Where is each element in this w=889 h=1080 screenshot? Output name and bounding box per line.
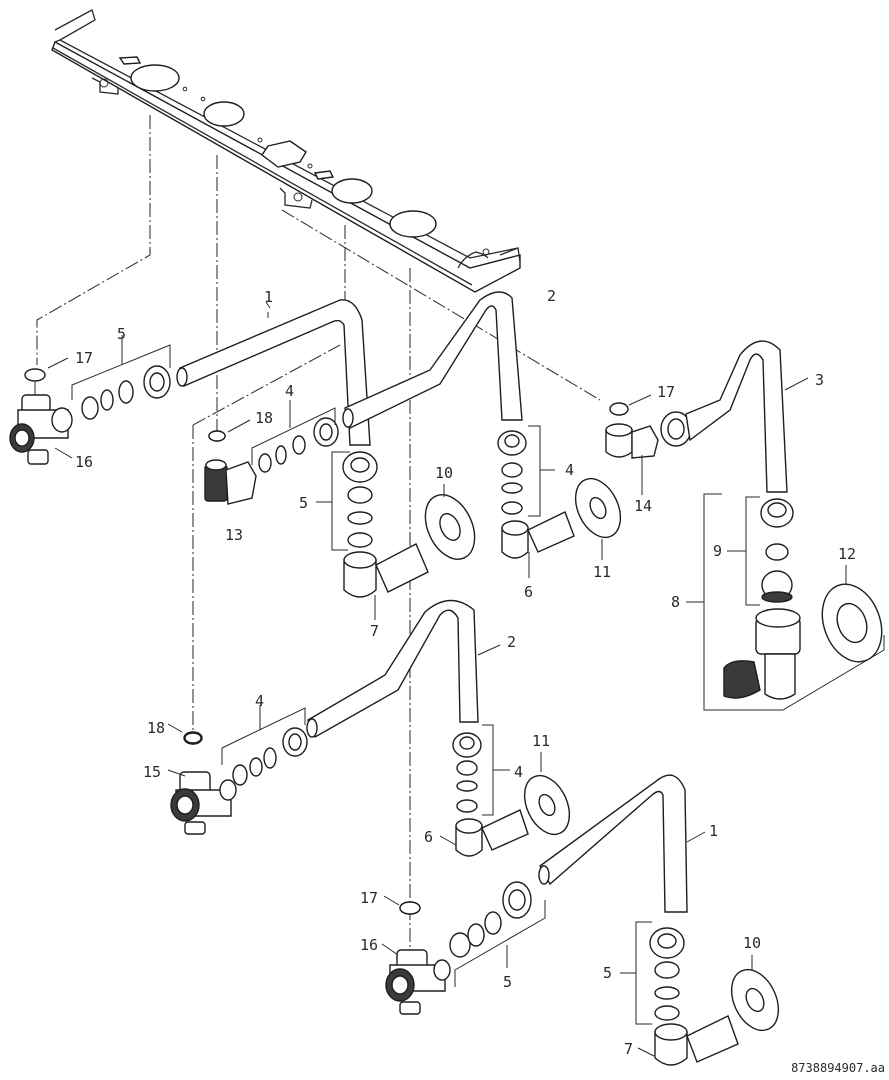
callout-13: 13 (225, 526, 243, 544)
valve-16-upper (9, 368, 73, 465)
callout-4: 4 (285, 382, 294, 400)
drawing-number: 8738894907.aa (791, 1061, 885, 1075)
fitting-set-5-upper (71, 335, 171, 420)
callout-18: 18 (255, 409, 273, 427)
callout-4: 4 (514, 763, 523, 781)
fitting-set-5-lower (449, 881, 546, 987)
callout-11: 11 (532, 732, 550, 750)
rosette-10-lower (730, 955, 780, 1032)
callout-17: 17 (657, 383, 675, 401)
fitting-set-4-upper (251, 400, 339, 473)
callout-5: 5 (117, 325, 126, 343)
callout-16: 16 (360, 936, 378, 954)
callout-6: 6 (424, 828, 433, 846)
callout-10: 10 (743, 934, 761, 952)
pipe-2-upper (342, 291, 523, 430)
pipe-3 (660, 340, 809, 493)
callout-16: 16 (75, 453, 93, 471)
callout-2: 2 (507, 633, 516, 651)
rosette-11-upper (574, 477, 622, 560)
pipe-1-upper (176, 299, 371, 446)
connector-13 (204, 430, 257, 505)
sealing-rings (184, 430, 421, 915)
elbow-6-lower (439, 809, 529, 857)
callout-4: 4 (255, 692, 264, 710)
callout-17: 17 (75, 349, 93, 367)
callout-7: 7 (370, 622, 379, 640)
callout-5: 5 (503, 973, 512, 991)
callout-17: 17 (360, 889, 378, 907)
valve-15 (170, 731, 237, 835)
elbow-6-upper (501, 511, 575, 578)
fitting-set-5-middle (316, 451, 378, 551)
callout-labels: 1 2 3 5 17 16 4 18 13 5 10 7 4 6 11 17 1… (75, 287, 856, 1058)
callout-11: 11 (593, 563, 611, 581)
callout-7: 7 (624, 1040, 633, 1058)
valve-16-lower (385, 901, 451, 1015)
valve-assembly-8 (686, 493, 885, 711)
callout-5: 5 (299, 494, 308, 512)
callout-15: 15 (143, 763, 161, 781)
callout-1: 1 (264, 288, 273, 306)
fitting-set-5-bottom-right (620, 921, 685, 1025)
elbow-7-lower (637, 1015, 739, 1066)
leader-lines (47, 357, 652, 956)
callout-1: 1 (709, 822, 718, 840)
callout-4: 4 (565, 461, 574, 479)
pipe-2-lower (306, 599, 501, 738)
fitting-set-4-middle (497, 425, 555, 517)
callout-18: 18 (147, 719, 165, 737)
callout-3: 3 (815, 371, 824, 389)
callout-10: 10 (435, 464, 453, 482)
callout-5: 5 (603, 964, 612, 982)
callout-14: 14 (634, 497, 652, 515)
pipe-1-lower (538, 774, 706, 913)
mounting-rail (51, 9, 521, 293)
callout-8: 8 (671, 593, 680, 611)
rosette-11-lower (523, 752, 571, 836)
callout-9: 9 (713, 542, 722, 560)
callout-6: 6 (524, 583, 533, 601)
callout-12: 12 (838, 545, 856, 563)
callout-2: 2 (547, 287, 556, 305)
fitting-set-4-lower-right (452, 724, 510, 816)
rosette-10-upper (424, 484, 476, 560)
fitting-set-4-lower (221, 705, 308, 786)
elbow-7-upper (343, 543, 429, 620)
connector-14 (605, 402, 659, 495)
